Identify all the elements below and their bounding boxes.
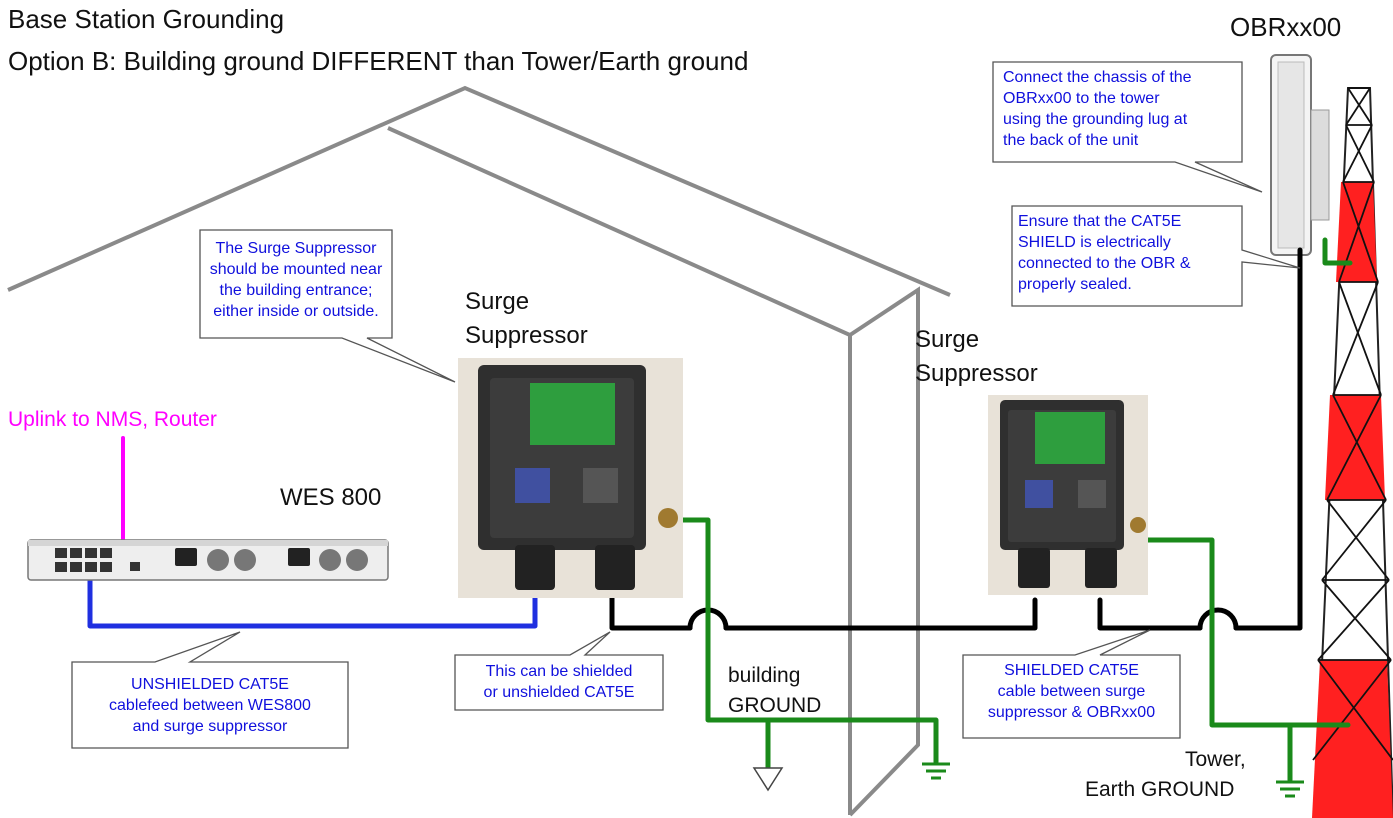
callout-unshielded: UNSHIELDED CAT5E cablefeed between WES80… [72,674,348,737]
callout-cat5e-shield-box [1011,205,1301,307]
obr-radio-unit [1270,54,1330,256]
callout-line: the building entrance; [219,282,373,299]
obr-label: OBRxx00 [1230,12,1342,42]
callout-line: SHIELDED CAT5E [1004,662,1139,679]
green-ground-tower [1145,537,1351,728]
blue-cable-unshielded [87,569,538,629]
uplink-label: Uplink to NMS, Router [8,408,217,431]
green-ground-building [677,517,793,723]
callout-obr-chassis: Connect the chassis of the OBRxx00 to th… [1003,67,1192,151]
callout-line: cablefeed between WES800 [109,697,311,714]
ground-arrow-icon [752,767,784,792]
callout-line: suppressor & OBRxx00 [987,704,1156,721]
callout-surge-mount-box [199,229,456,383]
callout-line: UNSHIELDED CAT5E [131,676,289,693]
callout-line: SHIELD is electrically [1018,234,1171,251]
tower [1312,87,1393,818]
building-ground-label-1: building [728,664,801,687]
green-obr-lug [1322,237,1353,266]
black-cable-to-obr [1233,247,1303,631]
callout-line: The Surge Suppressor [215,240,377,257]
callout-line: or unshielded CAT5E [483,684,635,701]
tower-ground-label-2: Earth GROUND [1085,778,1235,801]
callout-cat5e-shield: Ensure that the CAT5E SHIELD is electric… [1018,211,1191,295]
callout-unshielded-box [71,631,349,749]
surge-left-label-1: Surge [465,288,530,315]
wes800-unit [27,539,389,581]
ground-symbol [922,762,950,780]
black-cable-jump-right [1197,607,1239,631]
tower-ground-label-1: Tower, [1185,748,1246,771]
callout-surge-mount: The Surge Suppressor should be mounted n… [200,238,392,322]
wes-label: WES 800 [280,484,382,511]
callout-line: Ensure that the CAT5E [1018,213,1182,230]
callout-shielded-or-not-box [454,631,664,711]
callout-line: using the grounding lug at [1003,111,1188,128]
page-title: Base Station Grounding [8,4,285,34]
callout-line: cable between surge [997,683,1146,700]
callout-shielded: SHIELDED CAT5E cable between surge suppr… [963,660,1180,723]
callout-line: connected to the OBR & [1018,255,1191,272]
ground-symbol [1276,780,1304,798]
callout-line: and surge suppressor [132,718,288,735]
page-subtitle: Option B: Building ground DIFFERENT than… [8,46,749,76]
callout-line: should be mounted near [209,261,383,278]
surge-suppressor-photo [458,358,683,598]
callout-shielded-box [962,629,1181,739]
black-cable-shielded [609,595,693,631]
callout-line: properly sealed. [1018,276,1132,293]
surge-left-label-2: Suppressor [465,322,588,349]
callout-line: Connect the chassis of the [1003,69,1192,86]
building-ground-label-2: GROUND [728,694,822,717]
callout-line: This can be shielded [485,663,633,680]
surge-right-label-1: Surge [915,326,980,353]
black-cable-right [1097,597,1203,631]
callout-line: either inside or outside. [213,303,379,320]
callout-shielded-or-not: This can be shielded or unshielded CAT5E [455,661,663,703]
black-cable-to-right [723,597,1038,631]
surge-suppressor-photo [988,395,1148,595]
callout-line: OBRxx00 to the tower [1003,90,1160,107]
callout-line: the back of the unit [1003,132,1139,149]
surge-right-label-2: Suppressor [915,360,1038,387]
building-outline [7,85,951,817]
callout-obr-chassis-box [992,61,1263,193]
green-building-to-earth [787,717,939,765]
